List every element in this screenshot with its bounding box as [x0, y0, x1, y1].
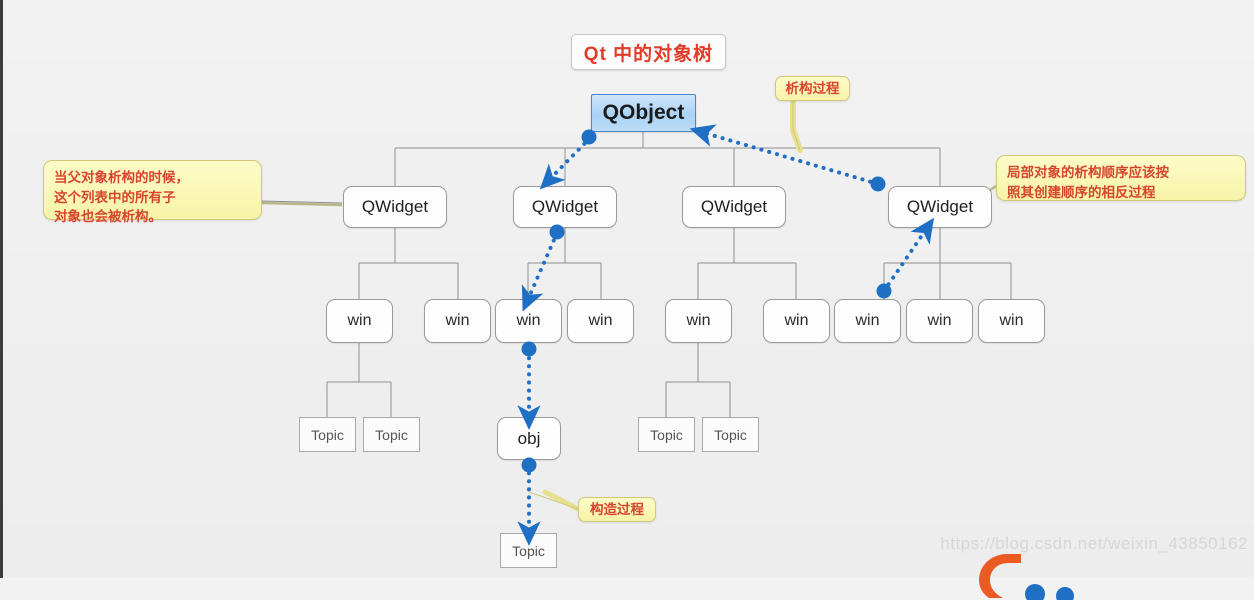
- node-win-3[interactable]: win: [495, 299, 562, 343]
- node-topic-2[interactable]: Topic: [363, 417, 420, 452]
- node-obj[interactable]: obj: [497, 417, 561, 460]
- node-qwidget-4[interactable]: QWidget: [888, 186, 992, 228]
- node-win-8[interactable]: win: [906, 299, 973, 343]
- note-destruct-label: 析构过程: [775, 76, 850, 101]
- canvas-left-edge: [0, 0, 3, 578]
- note-construct-label: 构造过程: [578, 497, 656, 522]
- note-left-line-2: 这个列表中的所有子: [54, 189, 176, 205]
- node-topic-4[interactable]: Topic: [702, 417, 759, 452]
- node-win-5[interactable]: win: [665, 299, 732, 343]
- note-left-line-3: 对象也会被析构。: [54, 209, 162, 225]
- tree-connector-lines: [326, 131, 1012, 417]
- diagram-title: Qt 中的对象树: [571, 34, 726, 70]
- node-qwidget-3[interactable]: QWidget: [682, 186, 786, 228]
- node-win-6[interactable]: win: [763, 299, 830, 343]
- node-win-7[interactable]: win: [834, 299, 901, 343]
- note-leader-lines: [261, 98, 997, 512]
- csdn-logo-icon: [979, 554, 1074, 600]
- node-win-4[interactable]: win: [567, 299, 634, 343]
- node-topic-3[interactable]: Topic: [638, 417, 695, 452]
- node-qwidget-2[interactable]: QWidget: [513, 186, 617, 228]
- note-left-line-1: 当父对象析构的时候，: [54, 170, 189, 185]
- note-right-line-1: 局部对象的析构顺序应该按: [1007, 165, 1169, 180]
- note-right-line-2: 照其创建顺序的相反过程: [1007, 184, 1156, 200]
- node-win-9[interactable]: win: [978, 299, 1045, 343]
- node-topic-1[interactable]: Topic: [299, 417, 356, 452]
- watermark-url: https://blog.csdn.net/weixin_43850162: [940, 534, 1248, 553]
- note-left: 当父对象析构的时候， 这个列表中的所有子 对象也会被析构。: [43, 160, 262, 224]
- node-qobject[interactable]: QObject: [591, 94, 696, 132]
- node-win-2[interactable]: win: [424, 299, 491, 343]
- flow-arrows: [517, 124, 935, 546]
- node-win-1[interactable]: win: [326, 299, 393, 343]
- node-topic-obj-child[interactable]: Topic: [500, 533, 557, 568]
- node-qwidget-1[interactable]: QWidget: [343, 186, 447, 228]
- note-right: 局部对象的析构顺序应该按 照其创建顺序的相反过程: [996, 155, 1246, 201]
